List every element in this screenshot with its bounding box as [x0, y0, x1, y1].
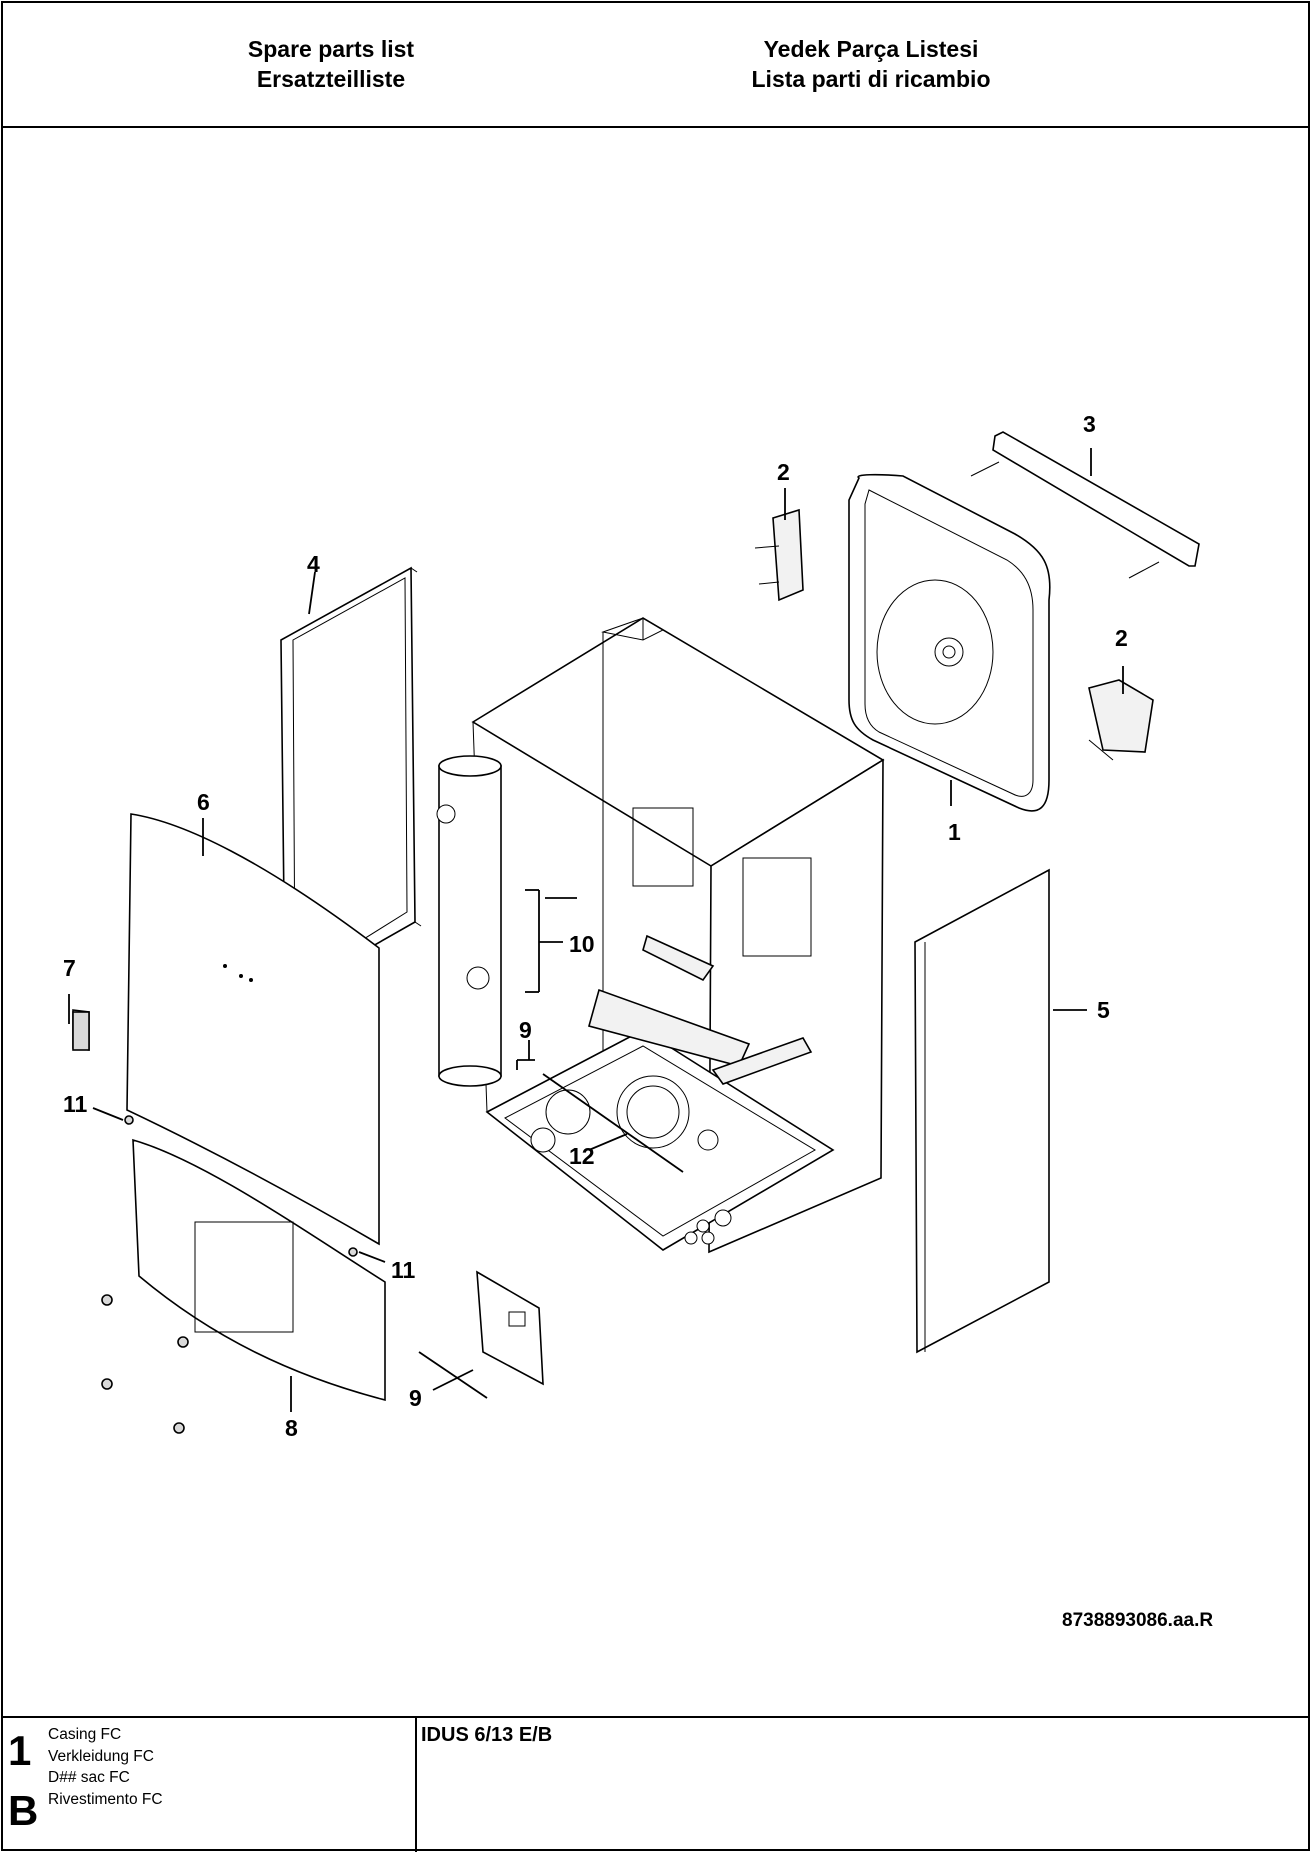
part-side-panel-left [280, 566, 422, 998]
callout-9-lower: 9 [409, 1385, 422, 1411]
header-left: Spare parts list Ersatzteilliste [81, 34, 581, 94]
callout-12: 12 [569, 1143, 595, 1169]
document-number: 8738893086.aa.R [1062, 1610, 1214, 1631]
part-screws [101, 1115, 358, 1434]
part-rail [970, 431, 1200, 579]
header: Spare parts list Ersatzteilliste Yedek P… [1, 1, 1310, 128]
page-number: 1 [8, 1727, 32, 1774]
page-letter: B [8, 1787, 39, 1834]
part-main-frame [471, 617, 885, 1254]
callout-7: 7 [63, 955, 76, 981]
part-group-description: Casing FC Verkleidung FC D## sac FC Rive… [48, 1724, 163, 1810]
footer-divider [415, 1718, 417, 1852]
exploded-view-drawing: 1 2 2 3 4 5 6 7 8 9 9 10 11 11 12 [3, 128, 1310, 1718]
callout-5: 5 [1097, 997, 1110, 1023]
callout-11-left: 11 [63, 1091, 88, 1117]
description-tr: D## sac FC [48, 1769, 130, 1786]
callout-10: 10 [569, 931, 595, 957]
part-clip-lower [1088, 679, 1154, 761]
description-de: Verkleidung FC [48, 1747, 154, 1765]
callout-2-lower: 2 [1115, 625, 1128, 651]
description-it: Rivestimento FC [48, 1790, 163, 1808]
callout-11-right: 11 [391, 1257, 416, 1283]
header-title-tr: Yedek Parça Listesi [763, 36, 979, 62]
description-en: Casing FC [48, 1726, 122, 1743]
part-side-panel-right [914, 868, 1050, 1354]
header-title-it: Lista parti di ricambio [751, 66, 991, 92]
header-title-en: Spare parts list [247, 36, 415, 62]
model-name: IDUS 6/13 E/B [421, 1724, 553, 1746]
footer: 1 B Casing FC Verkleidung FC D## sac FC … [1, 1716, 1310, 1852]
callout-8: 8 [285, 1415, 298, 1441]
exploded-view-svg: 1 2 2 3 4 5 6 7 8 9 9 10 11 11 12 [63, 411, 1200, 1441]
part-clip-upper [754, 508, 804, 602]
callout-2-upper: 2 [777, 459, 790, 485]
part-front-panel [126, 813, 380, 1246]
callout-labels: 1 2 2 3 4 5 6 7 8 9 9 10 11 11 12 [63, 411, 1128, 1441]
part-mounting-bracket [476, 1270, 544, 1386]
header-title-de: Ersatzteilliste [256, 66, 406, 92]
part-expansion-vessel [436, 755, 502, 1087]
part-lower-panel [132, 1138, 386, 1402]
callout-4: 4 [307, 551, 320, 577]
callout-9-upper: 9 [519, 1017, 532, 1043]
part-label [72, 1009, 90, 1051]
header-right: Yedek Parça Listesi Lista parti di ricam… [621, 34, 1121, 94]
part-front-cover [848, 473, 1051, 812]
callout-3: 3 [1083, 411, 1096, 437]
callout-1: 1 [948, 819, 961, 845]
leader-lines [68, 448, 1124, 1412]
callout-6: 6 [197, 789, 210, 815]
